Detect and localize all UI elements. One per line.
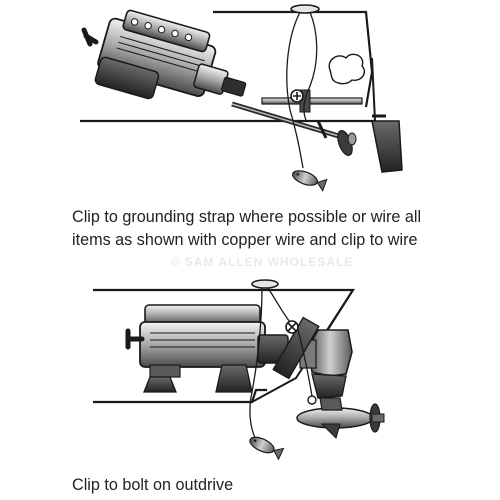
transom-line bbox=[371, 57, 376, 122]
caption-inboard-line1: Clip to grounding strap where possible o… bbox=[72, 208, 422, 226]
rudder bbox=[371, 120, 403, 173]
deck-fitting bbox=[290, 4, 320, 14]
bilge-pump bbox=[328, 53, 366, 85]
sterndrive-engine bbox=[139, 304, 289, 393]
zinc-fish-anode-1 bbox=[292, 170, 328, 192]
outdrive-bolt bbox=[307, 395, 317, 405]
hull-outline bbox=[80, 10, 375, 123]
inboard-engine bbox=[94, 9, 247, 100]
outdrive bbox=[296, 329, 385, 440]
diagram-sterndrive bbox=[93, 279, 385, 461]
watermark: © SAM ALLEN WHOLESALE bbox=[170, 255, 354, 269]
shaft-strut bbox=[316, 120, 328, 139]
grounding-strap-bar bbox=[261, 97, 363, 105]
diagram-inboard bbox=[80, 4, 403, 192]
deck-fitting-2 bbox=[251, 279, 279, 289]
copper-wire-2 bbox=[249, 287, 313, 441]
engine-handle bbox=[81, 27, 99, 47]
engine-handle-2 bbox=[125, 328, 145, 350]
propeller bbox=[337, 130, 357, 156]
copper-wire-1 bbox=[286, 11, 318, 169]
caption-outdrive: Clip to bolt on outdrive bbox=[72, 476, 234, 494]
caption-inboard-line2: items as shown with copper wire and clip… bbox=[72, 231, 418, 249]
ground-clip-2 bbox=[285, 320, 299, 334]
zinc-fish-anode-2 bbox=[249, 436, 285, 461]
